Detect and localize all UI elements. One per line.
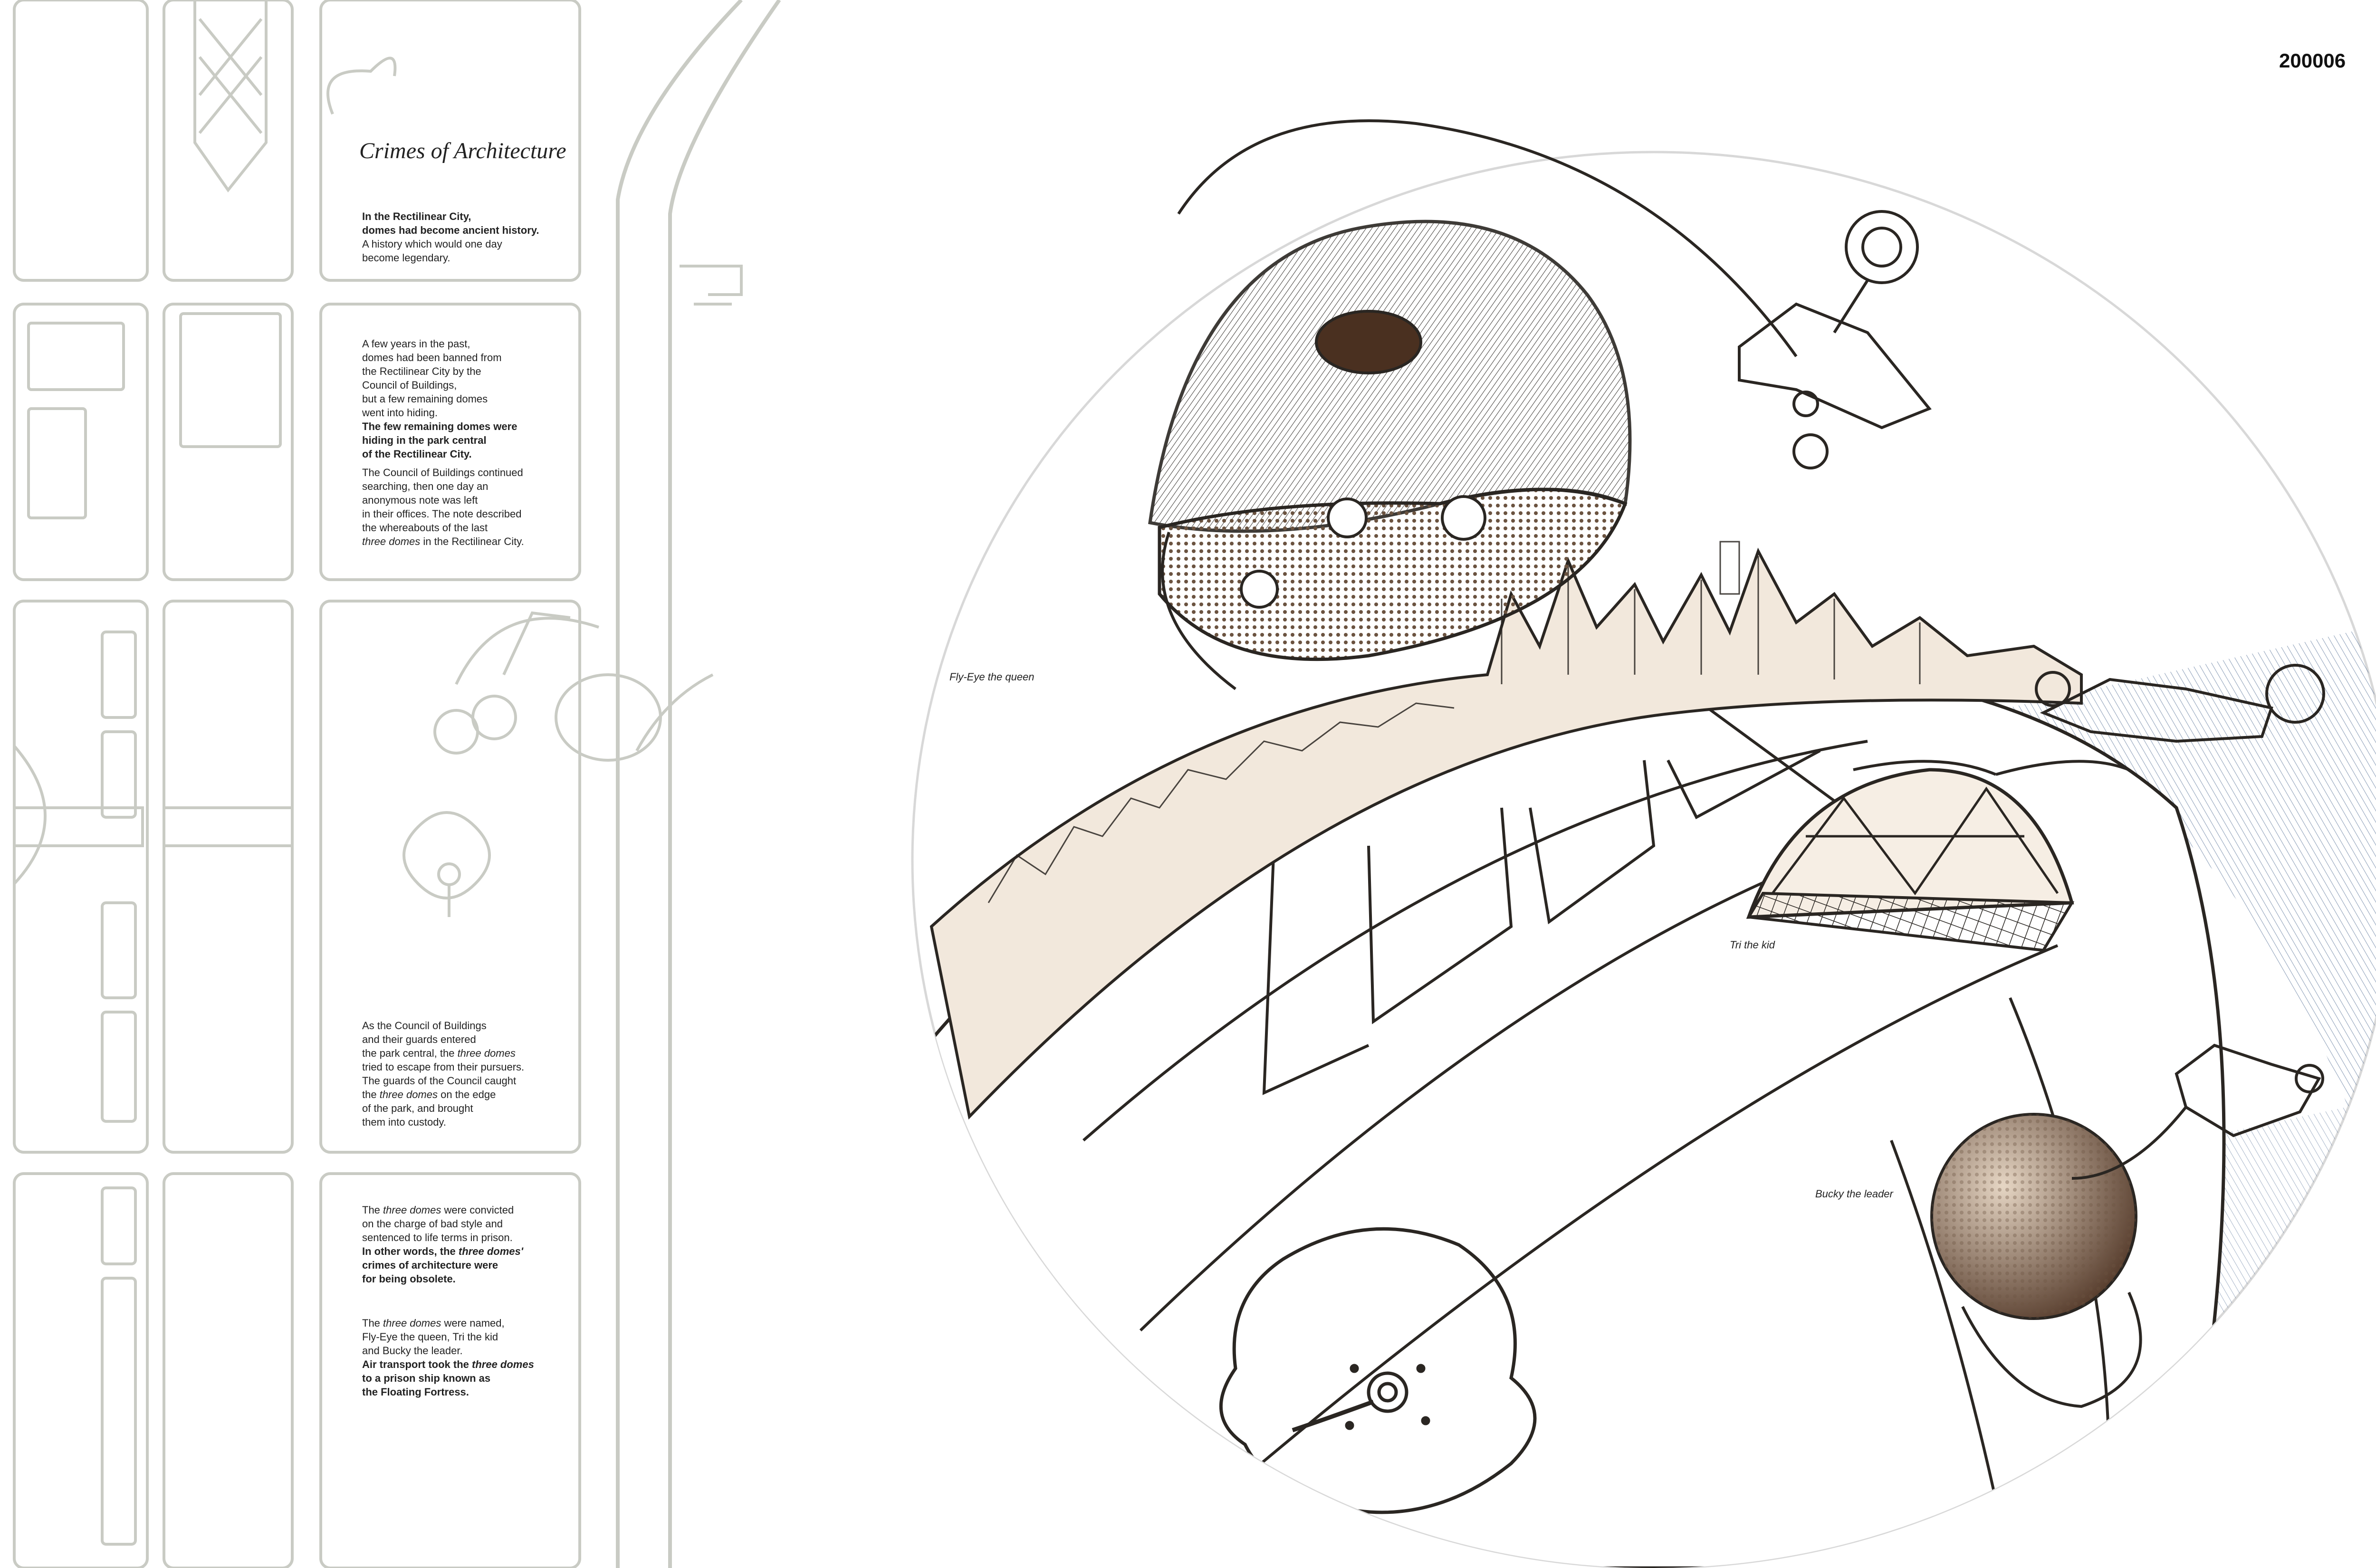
plan-block xyxy=(13,303,149,581)
air-transport-1 xyxy=(1177,119,1932,469)
plan-block xyxy=(13,600,149,1154)
plan-block xyxy=(13,1172,149,1568)
plan-block xyxy=(319,600,581,1154)
story-paragraph-2: A few years in the past, domes had been … xyxy=(362,323,517,461)
story-p5-bold-b: crimes of architecture were for being ob… xyxy=(362,1259,498,1285)
label-fly-eye: Fly-Eye the queen xyxy=(949,671,1035,683)
plan-block xyxy=(319,0,581,282)
story-paragraph-1: In the Rectilinear City, domes had becom… xyxy=(362,196,539,265)
story-p6-text-a: The xyxy=(362,1317,383,1329)
plan-block xyxy=(319,303,581,581)
story-p6-bold-b: to a prison ship known as the Floating F… xyxy=(362,1372,491,1398)
story-p3-end: in the Rectilinear City. xyxy=(420,535,524,547)
story-p1-text: A history which would one day become leg… xyxy=(362,238,502,264)
plan-block xyxy=(163,1172,294,1568)
story-p4-text-b: tried to escape from their pursuers. The… xyxy=(362,1061,525,1100)
story-p6-text-b: were named, Fly-Eye the queen, Tri the k… xyxy=(362,1317,505,1357)
story-p6-italic: three domes xyxy=(383,1317,441,1329)
story-p2-bold: The few remaining domes were hiding in t… xyxy=(362,421,517,460)
plan-block xyxy=(163,303,294,581)
sheet-number: 200006 xyxy=(2279,49,2346,72)
story-p1-bold: In the Rectilinear City, domes had becom… xyxy=(362,210,539,236)
fly-eye-dome xyxy=(1148,220,1632,690)
story-paragraph-5: The three domes were convicted on the ch… xyxy=(362,1203,523,1286)
story-p5-text-a: The xyxy=(362,1204,383,1216)
air-transport-3 xyxy=(2071,1043,2324,1180)
city-skyline xyxy=(929,547,2083,1120)
story-p4-text-c: on the edge of the park, and brought the… xyxy=(362,1089,496,1128)
story-p3-text: The Council of Buildings continued searc… xyxy=(362,467,523,534)
story-p5-bold-italic: three domes' xyxy=(458,1245,523,1257)
story-paragraph-4: As the Council of Buildings and their gu… xyxy=(362,1019,524,1129)
story-p5-italic: three domes xyxy=(383,1204,441,1216)
story-p6-bold-a: Air transport took the xyxy=(362,1358,472,1370)
story-p6-bold-italic: three domes xyxy=(472,1358,534,1370)
plan-block xyxy=(163,600,294,1154)
globe-outline xyxy=(911,151,2376,1568)
site-plan xyxy=(13,0,781,1568)
story-p5-text-b: were convicted on the charge of bad styl… xyxy=(362,1204,514,1243)
garden-plan xyxy=(1219,1227,1537,1514)
air-transport-2 xyxy=(1853,664,2325,776)
label-tri: Tri the kid xyxy=(1730,939,1775,951)
story-p4-italic-a: three domes xyxy=(457,1047,516,1059)
poster-title: Crimes of Architecture xyxy=(359,138,566,163)
story-p4-italic-b: three domes xyxy=(379,1089,438,1100)
story-p3-italic: three domes xyxy=(362,535,421,547)
story-p5-bold-a: In other words, the xyxy=(362,1245,459,1257)
plan-block xyxy=(13,0,149,282)
story-p2-text: A few years in the past, domes had been … xyxy=(362,338,502,419)
story-paragraph-3: The Council of Buildings continued searc… xyxy=(362,466,524,548)
plan-block xyxy=(319,1172,581,1568)
plan-block xyxy=(163,0,294,282)
tri-dome xyxy=(1746,768,2075,952)
blue-hatch-area xyxy=(1986,618,2376,1235)
dome-illustration xyxy=(911,119,2376,1568)
story-paragraph-6: The three domes were named, Fly-Eye the … xyxy=(362,1316,534,1399)
label-bucky: Bucky the leader xyxy=(1815,1188,1893,1200)
story-p4-text-a: As the Council of Buildings and their gu… xyxy=(362,1020,487,1059)
bucky-dome xyxy=(1930,1113,2142,1408)
